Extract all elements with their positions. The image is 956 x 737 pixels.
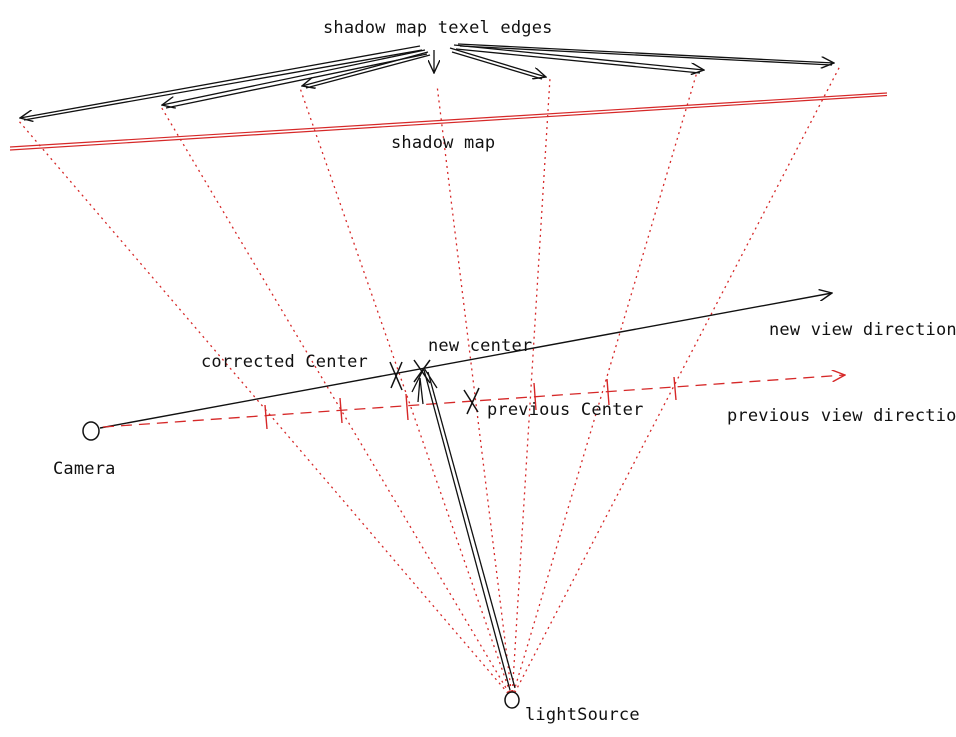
previous-center-marker — [463, 387, 480, 415]
projection-line-5 — [511, 77, 551, 699]
corrected-center-label: corrected Center — [201, 352, 368, 372]
texel-projection-lines — [17, 65, 841, 699]
texel-arrow-7 — [457, 43, 834, 63]
tick-4 — [533, 382, 537, 411]
texel-arrow-1 — [20, 45, 421, 118]
tick-6 — [673, 376, 677, 401]
camera-label: Camera — [53, 459, 116, 479]
texel-arrow-3 — [302, 51, 429, 86]
texel-arrow-5 — [449, 47, 546, 77]
camera-circle — [82, 421, 100, 441]
projection-line-3 — [299, 87, 513, 699]
new-view-direction-label: new view direction — [769, 320, 956, 340]
projection-line-2 — [159, 104, 513, 699]
light-source-circle — [504, 691, 520, 709]
previous-center-label: previous Center — [487, 400, 644, 420]
new-center-marker — [413, 359, 431, 384]
texel-arrow-2 — [162, 49, 426, 105]
tick-3 — [405, 393, 409, 421]
previous-view-direction-arrow — [102, 375, 845, 428]
tick-5 — [606, 378, 610, 406]
new-view-direction-arrow — [99, 293, 832, 429]
projection-line-1 — [17, 119, 513, 699]
texel-edge-arrows — [20, 43, 834, 120]
projection-line-7 — [511, 65, 841, 699]
tick-2 — [339, 397, 343, 424]
projection-line-4 — [436, 84, 513, 699]
light-source-label: lightSource — [525, 705, 640, 725]
corrected-center-marker — [389, 361, 403, 391]
shadow-map-label: shadow map — [391, 133, 495, 153]
previous-view-ticks — [264, 376, 677, 430]
shadow-map-plane — [9, 92, 888, 151]
texel-edges-label: shadow map texel edges — [323, 18, 553, 38]
light-to-center-arrow — [411, 366, 516, 691]
tick-1 — [264, 404, 268, 430]
texel-arrow-6 — [453, 44, 704, 70]
previous-view-direction-label: previous view direction — [727, 406, 956, 426]
new-center-label: new center — [428, 336, 532, 356]
projection-line-6 — [511, 71, 698, 699]
